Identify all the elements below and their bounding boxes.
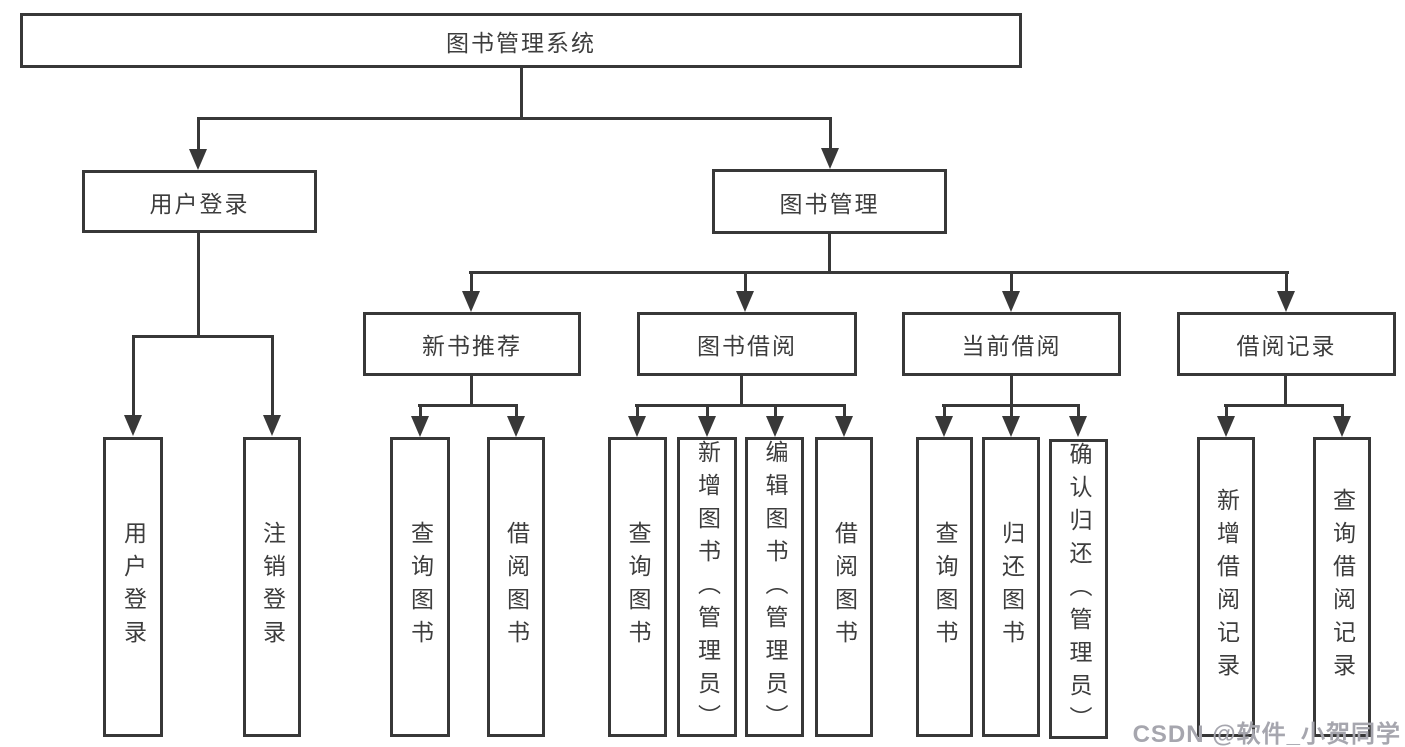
node-nbr-borrow-books: 借阅图书 xyxy=(487,437,545,737)
connector-book-borrow-hline xyxy=(635,404,846,407)
arrow-to-book-mgmt xyxy=(821,118,839,169)
node-br-query-record: 查询借阅记录 xyxy=(1313,437,1371,737)
node-bb-add-books: 新增图书（管理员） xyxy=(677,437,737,737)
arrow-to-borrow-records xyxy=(1277,272,1295,312)
connector-borrow-records-hline xyxy=(1224,404,1344,407)
node-br-add-record: 新增借阅记录 xyxy=(1197,437,1255,737)
arrow-to-cb-return-books xyxy=(1002,405,1020,437)
node-logout: 注销登录 xyxy=(243,437,301,737)
arrow-to-book-borrow xyxy=(736,272,754,312)
connector-new-book-rec-drop xyxy=(470,376,473,407)
arrow-to-login xyxy=(124,336,142,436)
arrow-to-nbr-borrow-books xyxy=(507,405,525,437)
arrow-to-user-login xyxy=(189,118,207,170)
node-cb-return-books: 归还图书 xyxy=(982,437,1040,737)
connector-book-borrow-drop xyxy=(740,376,743,407)
arrow-to-logout xyxy=(263,336,281,436)
connector-borrow-records-drop xyxy=(1284,376,1287,407)
node-root: 图书管理系统 xyxy=(20,13,1022,68)
node-borrow-records: 借阅记录 xyxy=(1177,312,1396,376)
connector-user-login-drop xyxy=(197,233,200,338)
node-bb-query-books: 查询图书 xyxy=(608,437,667,737)
csdn-watermark: CSDN @软件_小贺同学 xyxy=(1132,721,1401,747)
arrow-to-br-add-record xyxy=(1217,405,1235,437)
node-nbr-query-books: 查询图书 xyxy=(390,437,450,737)
node-bb-borrow-books: 借阅图书 xyxy=(815,437,873,737)
node-cb-query-books: 查询图书 xyxy=(916,437,973,737)
node-current-borrow: 当前借阅 xyxy=(902,312,1121,376)
arrow-to-bb-query-books xyxy=(628,405,646,437)
connector-book-mgmt-drop xyxy=(828,234,831,274)
node-cb-confirm-return: 确认归还（管理员） xyxy=(1049,439,1108,739)
arrow-to-cb-query-books xyxy=(935,405,953,437)
connector-level2-hline xyxy=(197,117,832,120)
node-book-mgmt: 图书管理 xyxy=(712,169,947,234)
connector-root-drop xyxy=(520,68,523,120)
arrow-to-nbr-query-books xyxy=(411,405,429,437)
arrow-to-bb-edit-books xyxy=(766,405,784,437)
connector-new-book-rec-hline xyxy=(418,404,518,407)
arrow-to-new-book-rec xyxy=(462,272,480,312)
arrow-to-current-borrow xyxy=(1002,272,1020,312)
node-new-book-rec: 新书推荐 xyxy=(363,312,581,376)
node-book-borrow: 图书借阅 xyxy=(637,312,857,376)
arrow-to-bb-add-books xyxy=(698,405,716,437)
node-user-login: 用户登录 xyxy=(82,170,317,233)
connector-user-login-hline xyxy=(132,335,274,338)
arrow-to-br-query-record xyxy=(1333,405,1351,437)
connector-current-borrow-drop xyxy=(1010,376,1013,407)
connector-book-mgmt-hline xyxy=(469,271,1289,274)
arrow-to-cb-confirm-return xyxy=(1069,405,1087,437)
node-login: 用户登录 xyxy=(103,437,163,737)
node-bb-edit-books: 编辑图书（管理员） xyxy=(745,437,804,737)
arrow-to-bb-borrow-books xyxy=(835,405,853,437)
